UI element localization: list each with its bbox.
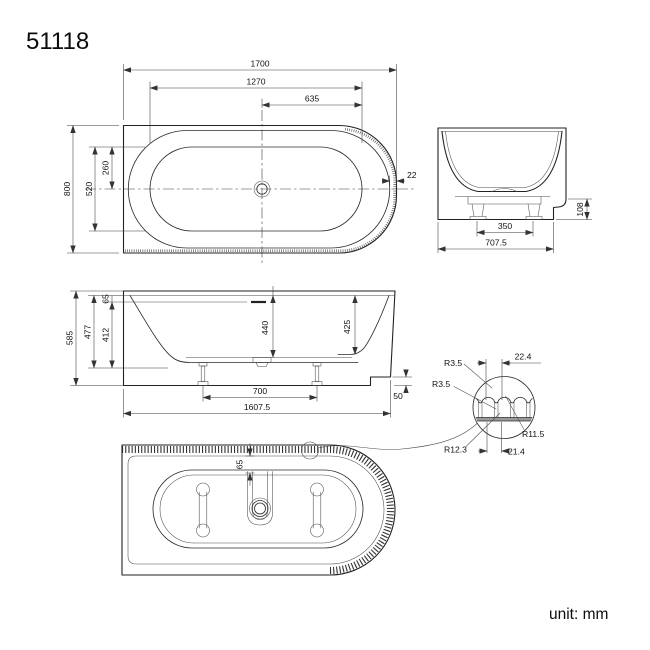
flute-texture-bottom (122, 446, 394, 574)
dim-detail-pitch-bottom: 21.4 (508, 447, 525, 457)
side-back-slope (129, 295, 359, 363)
bottom-drain-bracket (247, 471, 273, 526)
bottom-rail-right (310, 482, 324, 538)
dim-side-rim-to-underside: 477 (83, 325, 93, 340)
detail-circle (472, 376, 536, 439)
rim-outer-edge (127, 130, 391, 249)
side-foot-right (311, 362, 323, 386)
side-foot-left (197, 362, 209, 386)
dim-plan-rim-gap: 22 (407, 170, 417, 180)
dim-detail-radius-groove: R3.5 (432, 379, 450, 389)
dim-plan-rim-width: 520 (84, 182, 94, 197)
dim-end-skirt-height: 108 (575, 202, 585, 217)
dim-side-rim-to-waterline: 65 (101, 294, 111, 304)
detail-marker-circle (301, 441, 319, 460)
dim-side-base-length: 1607.5 (244, 402, 271, 412)
dim-detail-radius-flute: R11.5 (522, 429, 545, 439)
dim-side-corner-step: 50 (393, 391, 403, 401)
bottom-floor-outer (152, 469, 364, 549)
detail-view: 22.4 21.4 R3.5 R3.5 R12.3 R11.5 (317, 352, 545, 457)
side-outline (122, 290, 396, 387)
bottom-floor-inner (159, 474, 357, 544)
dim-detail-radius-flute-bottom: R12.3 (444, 445, 467, 455)
bottom-view: 65 (121, 441, 396, 576)
bottom-drain-outer (249, 497, 271, 520)
unit-note: unit: mm (549, 606, 608, 623)
dim-detail-pitch-top: 22.4 (515, 352, 532, 362)
flute-texture-plan (123, 128, 397, 253)
drawing-number: 51118 (26, 28, 89, 55)
bottom-rail-left (196, 482, 210, 538)
dim-side-feet-spacing: 700 (253, 386, 268, 396)
bottom-skirt-inner (127, 455, 385, 565)
dim-end-base-width: 707.5 (485, 238, 507, 248)
bottom-outline (121, 444, 396, 576)
dim-plan-half-rim-width: 260 (101, 161, 111, 176)
plan-view: 1700 1270 635 800 520 260 22 (62, 59, 417, 264)
dim-bottom-rim-inset: 65 (235, 460, 245, 470)
dim-side-depth-center: 440 (260, 321, 270, 336)
plan-outline (122, 124, 398, 254)
end-foot-left (469, 203, 487, 220)
end-outline (437, 127, 567, 221)
dim-side-overall-height: 585 (65, 331, 75, 346)
dim-plan-overall-length: 1700 (250, 59, 269, 69)
dim-plan-rim-length: 1270 (246, 77, 265, 87)
rim-inner-edge (149, 146, 363, 232)
dim-detail-radius-rib-top: R3.5 (444, 358, 462, 368)
dim-plan-half-rim-length: 635 (305, 94, 320, 104)
end-bowl (441, 130, 563, 193)
end-view: 350 707.5 108 (437, 127, 592, 253)
dim-side-depth-end: 425 (342, 320, 352, 335)
side-view: 585 477 412 65 440 425 700 1607.5 50 (65, 286, 412, 418)
end-foot-right (525, 203, 543, 220)
dim-side-waterline-to-underside: 412 (101, 328, 111, 343)
dim-plan-overall-width: 800 (62, 182, 72, 197)
flute-profile (474, 396, 534, 422)
dim-end-feet-spacing: 350 (498, 221, 513, 231)
side-drain (252, 357, 272, 367)
